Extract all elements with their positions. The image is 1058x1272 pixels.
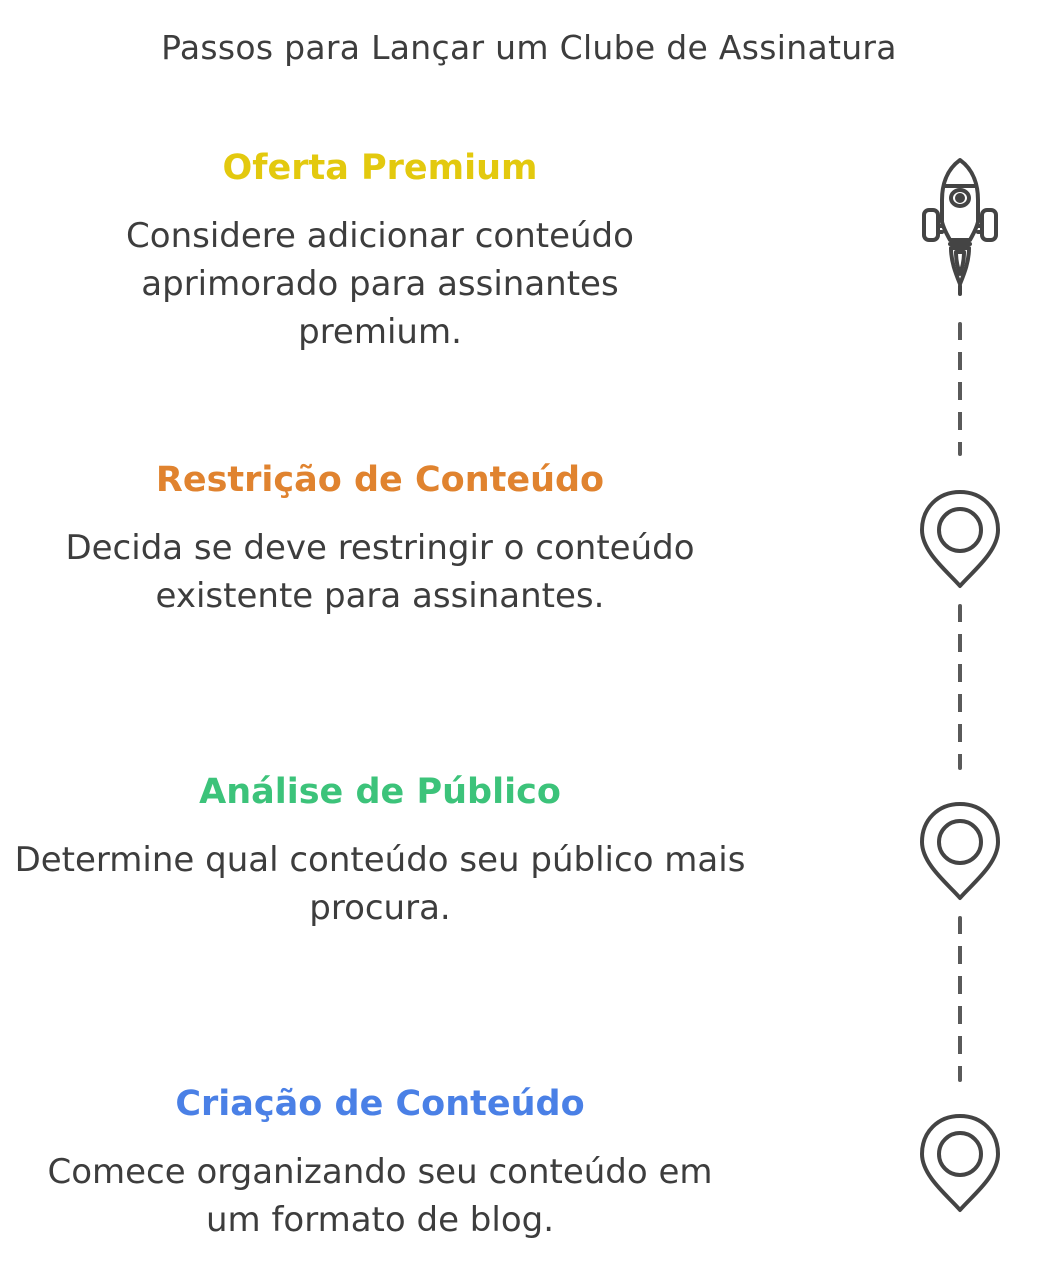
step-analise-de-publico: Análise de Público Determine qual conteú… bbox=[10, 772, 750, 932]
map-pin-icon bbox=[920, 490, 1000, 588]
step-title: Criação de Conteúdo bbox=[175, 1084, 585, 1124]
timeline-connector bbox=[958, 322, 962, 456]
timeline-connector bbox=[958, 916, 962, 1082]
step-title: Análise de Público bbox=[199, 772, 561, 812]
step-title: Oferta Premium bbox=[222, 148, 538, 188]
step-restricao-de-conteudo: Restrição de Conteúdo Decida se deve res… bbox=[10, 460, 750, 620]
step-description: Decida se deve restringir o conteúdo exi… bbox=[65, 528, 695, 616]
step-oferta-premium: Oferta Premium Considere adicionar conte… bbox=[10, 148, 750, 356]
step-title: Restrição de Conteúdo bbox=[155, 460, 605, 500]
step-description: Considere adicionar conteúdo aprimorado … bbox=[126, 216, 634, 352]
map-pin-icon bbox=[920, 1114, 1000, 1212]
step-description: Determine qual conteúdo seu público mais… bbox=[14, 840, 746, 928]
rocket-icon bbox=[922, 158, 998, 296]
diagram-title: Passos para Lançar um Clube de Assinatur… bbox=[161, 28, 897, 67]
map-pin-icon bbox=[920, 802, 1000, 900]
step-description: Comece organizando seu conteúdo em um fo… bbox=[47, 1152, 713, 1240]
timeline-connector bbox=[958, 604, 962, 770]
step-criacao-de-conteudo: Criação de Conteúdo Comece organizando s… bbox=[10, 1084, 750, 1244]
